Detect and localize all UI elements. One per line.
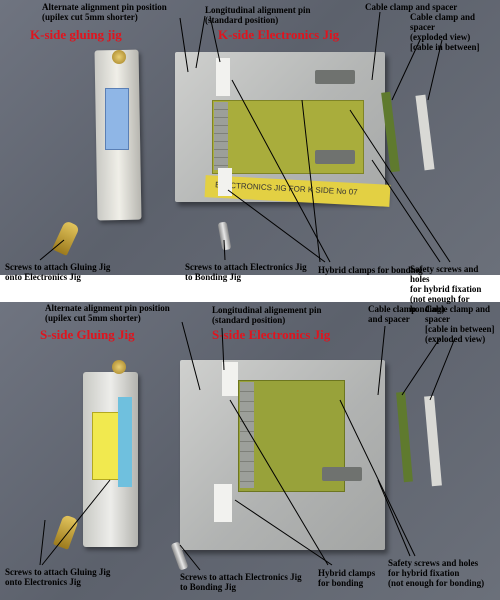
- s-side-electronics-title: S-side Electronics Jig: [212, 327, 331, 342]
- cable-clamp-spacer: [424, 395, 442, 487]
- bottom-cable-clamp-exploded-label: Cable clamp and spacer [cable in between…: [425, 304, 495, 344]
- gluing-jig-knob: [112, 360, 126, 374]
- top-alt-pin-label: Alternate alignment pin position (upilex…: [42, 2, 167, 22]
- k-side-electronics-title: K-side Electronics Jig: [218, 27, 340, 42]
- s-side-jig-photo: [0, 302, 500, 600]
- cutout-top: [315, 70, 355, 84]
- bottom-screws-gluing-label: Screws to attach Gluing Jig onto Electro…: [5, 567, 111, 587]
- gluing-jig-knob: [112, 50, 126, 64]
- top-cable-clamp-label: Cable clamp and spacer: [365, 2, 458, 12]
- chip-row: [240, 382, 254, 488]
- top-safety-screws-label: Safety screws and holes for hybrid fixat…: [410, 264, 482, 314]
- top-hybrid-clamps-label: Hybrid clamps for bonding: [318, 265, 423, 275]
- cutout-bottom: [315, 150, 355, 164]
- bottom-alt-pin-label: Alternate alignment pin position (upilex…: [45, 303, 170, 323]
- cable-clamp: [396, 391, 413, 483]
- bottom-cable-clamp-label: Cable clamp and spacer: [368, 304, 417, 324]
- top-long-pin-label: Longitudinal alignment pin (standard pos…: [205, 5, 311, 25]
- hybrid-clamp-top: [222, 362, 238, 396]
- gluing-jig-blue-tag: [118, 397, 132, 487]
- cutout-left: [322, 467, 362, 481]
- top-screws-gluing-label: Screws to attach Gluing Jig onto Electro…: [5, 262, 111, 282]
- electronics-screw: [217, 221, 232, 251]
- gluing-screw: [53, 514, 79, 550]
- cable-clamp-spacer: [415, 94, 435, 171]
- bottom-screws-electronics-label: Screws to attach Electronics Jig to Bond…: [180, 572, 302, 592]
- gluing-jig-tag: [105, 88, 129, 150]
- hybrid-clamp-left: [216, 58, 230, 96]
- gluing-screw: [51, 220, 81, 256]
- bottom-long-pin-label: Longitudinal alignement pin (standard po…: [212, 305, 322, 325]
- hybrid-clamp-bottom: [214, 484, 232, 522]
- bottom-hybrid-clamps-label: Hybrid clamps for bonding: [318, 568, 376, 588]
- s-side-gluing-title: S-side Gluing Jig: [40, 327, 135, 342]
- top-cable-clamp-exploded-label: Cable clamp and spacer (exploded view) […: [410, 12, 480, 52]
- chip-row: [214, 102, 228, 170]
- bottom-safety-screws-label: Safety screws and holes for hybrid fixat…: [388, 558, 485, 588]
- k-side-gluing-title: K-side gluing jig: [30, 27, 122, 42]
- hybrid-clamp-right: [218, 168, 232, 196]
- gluing-jig-yellow-tag: [92, 412, 120, 480]
- top-screws-electronics-label: Screws to attach Electronics Jig to Bond…: [185, 262, 307, 282]
